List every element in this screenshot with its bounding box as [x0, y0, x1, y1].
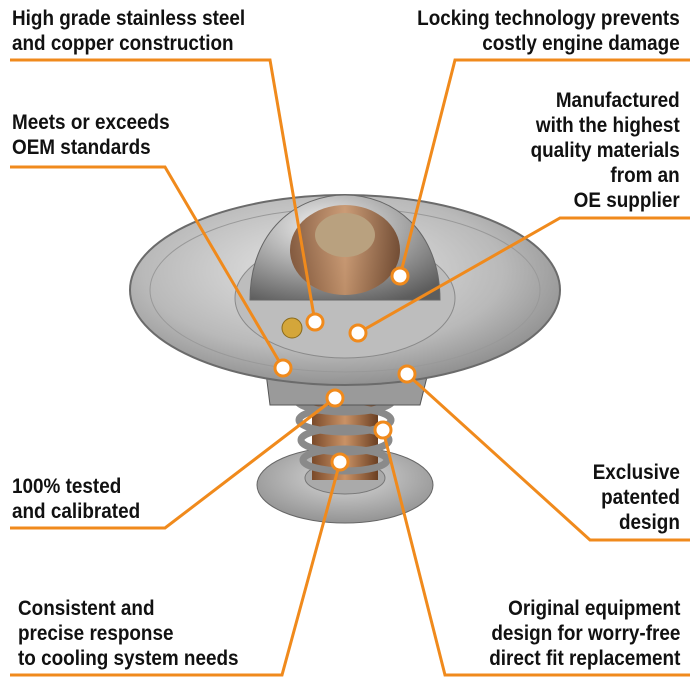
callout-line: High grade stainless steel [12, 7, 246, 30]
callout-line: costly engine damage [482, 32, 680, 55]
callout-line: design [619, 511, 680, 534]
callout-response: Consistent and precise response to cooli… [18, 596, 239, 671]
leader-locking [398, 58, 690, 277]
callout-line: and calibrated [12, 500, 141, 523]
callout-line: OEM standards [12, 136, 151, 159]
callout-line: Consistent and [18, 597, 155, 620]
callout-dot-response [330, 452, 350, 472]
callout-line: with the highest [536, 114, 680, 137]
leader-oem [10, 165, 285, 369]
callout-line: design for worry-free [490, 622, 680, 645]
brass-valve [281, 317, 303, 339]
leader-patented [405, 372, 690, 542]
leader-materials [357, 216, 690, 335]
callout-line: quality materials [530, 139, 680, 162]
callout-line: Meets or exceeds [12, 111, 170, 134]
callout-dot-oem [273, 358, 293, 378]
callout-materials: Manufactured with the highest quality ma… [531, 88, 680, 213]
callout-dot-tested [325, 388, 345, 408]
callout-line: to cooling system needs [18, 647, 239, 670]
callout-line: Manufactured [556, 89, 680, 112]
leader-lines [10, 58, 690, 677]
callout-line: 100% tested [12, 475, 122, 498]
callout-tested: 100% tested and calibrated [12, 474, 140, 524]
callout-dot-patented [397, 364, 417, 384]
callout-line: patented [601, 486, 680, 509]
callout-line: from an [610, 164, 680, 187]
callout-patented: Exclusive patented design [593, 460, 680, 535]
callout-line: and copper construction [12, 32, 234, 55]
callout-locking: Locking technology prevents costly engin… [417, 6, 680, 56]
callout-line: Exclusive [592, 461, 680, 484]
leader-original [381, 429, 690, 677]
callout-line: precise response [18, 622, 174, 645]
callout-stainless: High grade stainless steel and copper co… [12, 6, 245, 56]
callout-dot-original [373, 420, 393, 440]
callout-oem: Meets or exceeds OEM standards [12, 110, 170, 160]
callout-line: Original equipment [507, 597, 680, 620]
callout-dot-stainless [305, 312, 325, 332]
leader-tested [10, 396, 336, 530]
callout-original: Original equipment design for worry-free… [489, 596, 680, 671]
leader-stainless [10, 58, 317, 323]
callout-line: Locking technology prevents [417, 7, 680, 30]
callout-dot-locking [390, 266, 410, 286]
callout-line: OE supplier [573, 189, 680, 212]
callout-dot-materials [348, 323, 368, 343]
callout-line: direct fit replacement [488, 647, 680, 670]
leader-response [10, 461, 342, 677]
